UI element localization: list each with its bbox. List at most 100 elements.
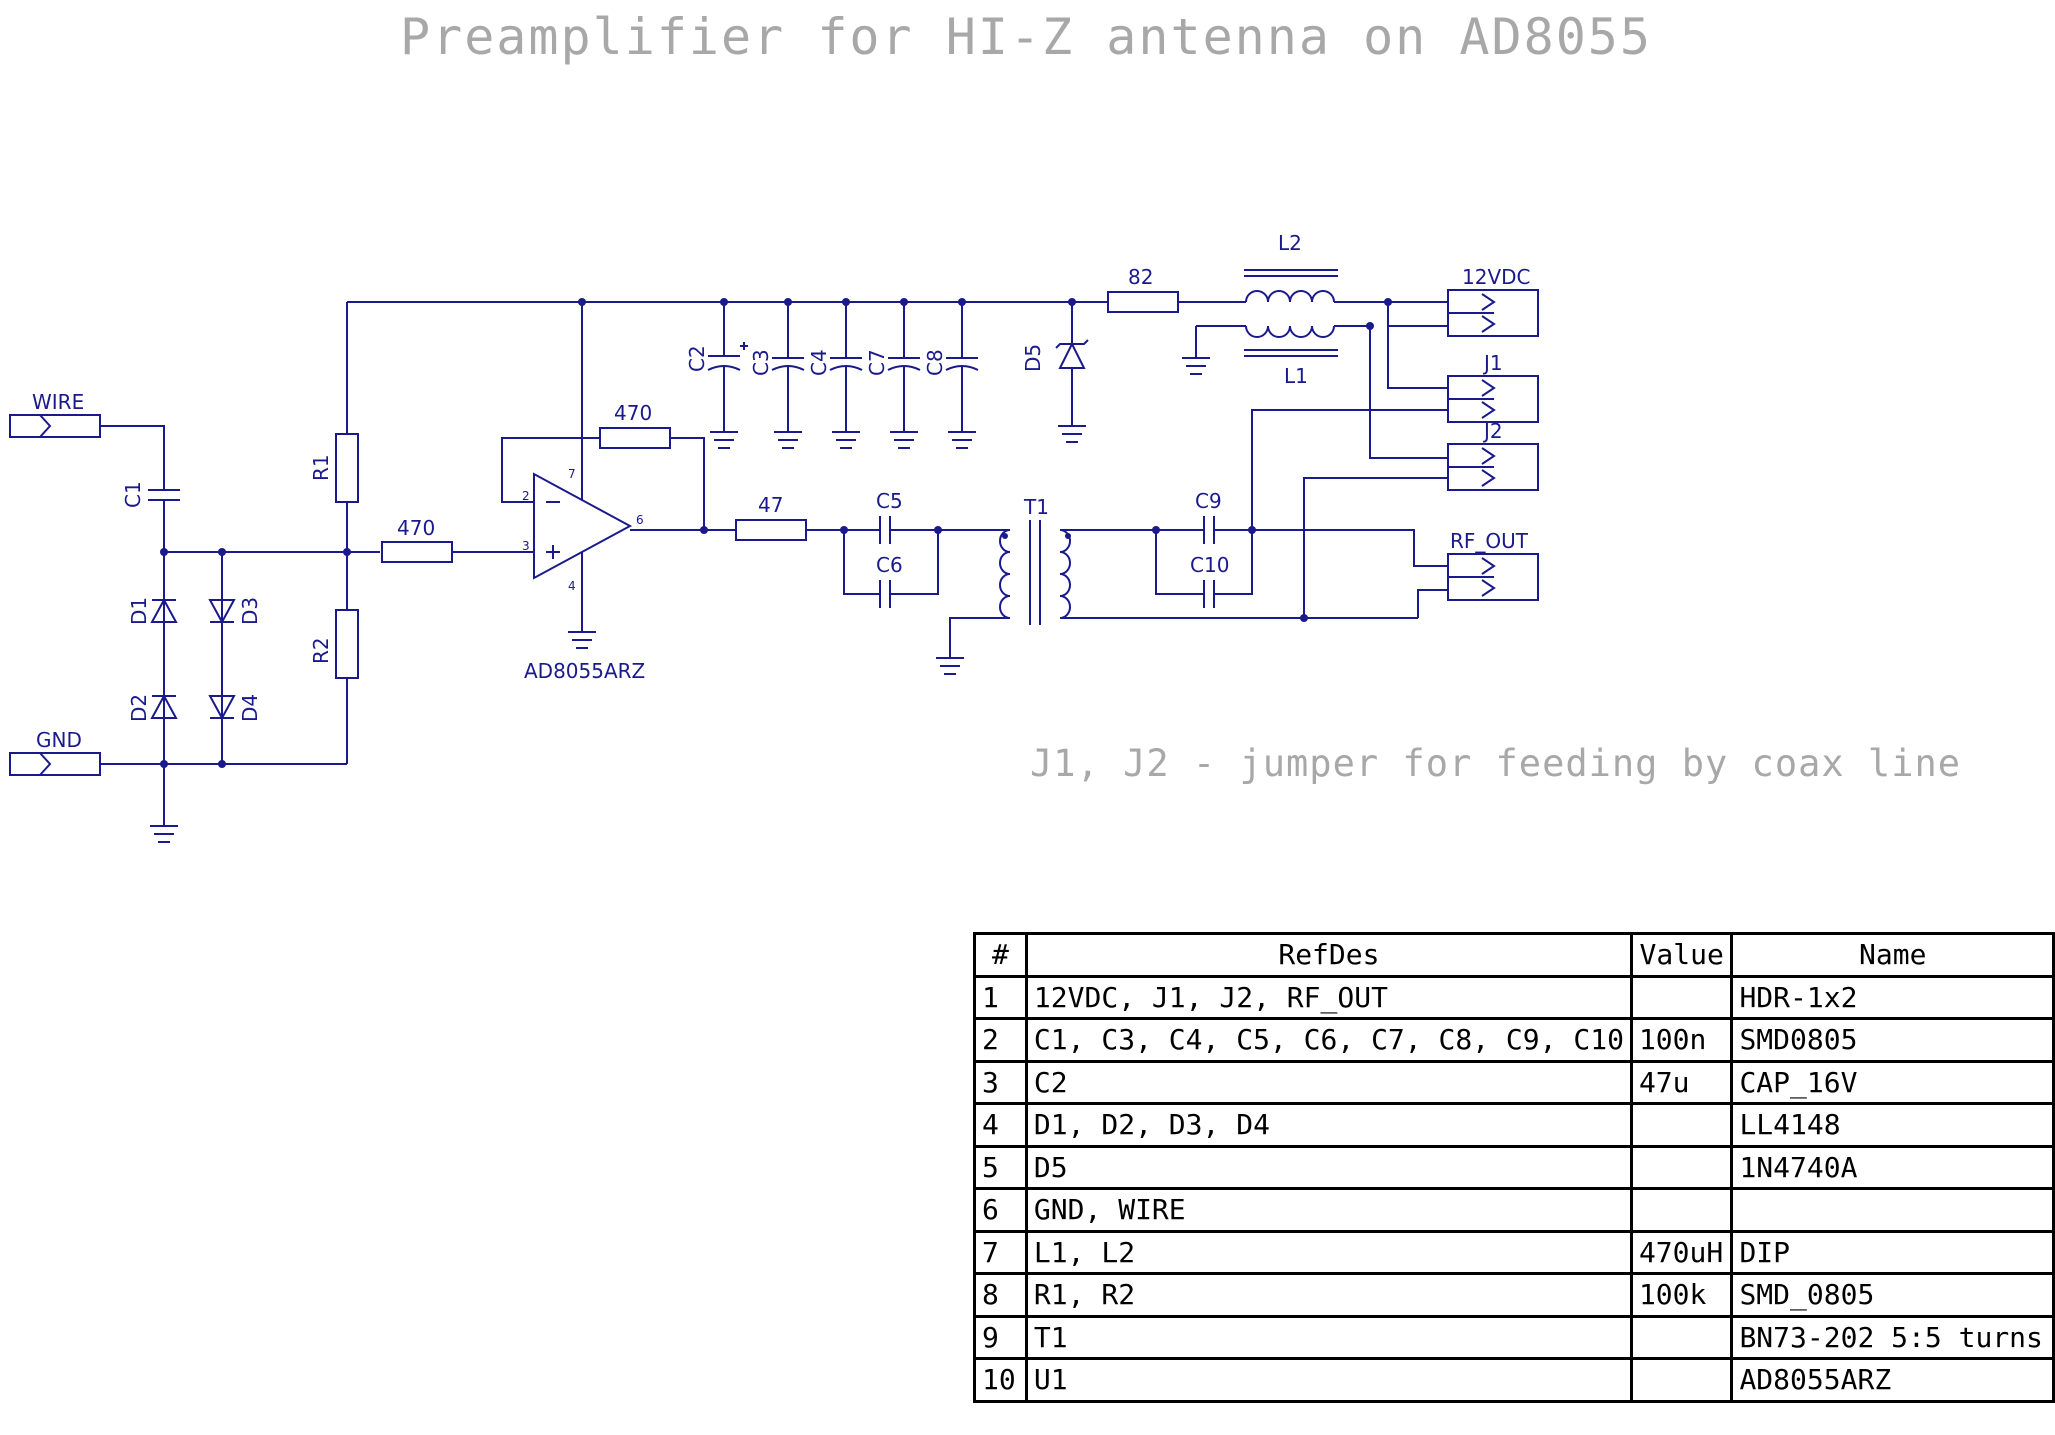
bom-header-value: Value — [1629, 932, 1734, 978]
gnd-port-label: GND — [36, 728, 82, 752]
bom-cell-value — [1629, 1314, 1734, 1360]
ground-symbol-opamp — [568, 631, 596, 649]
r-feedback-value: 470 — [614, 401, 652, 425]
c8-label: C8 — [923, 349, 947, 376]
resistor-feedback-470: 470 — [599, 401, 671, 449]
connector-rf-out: RF_OUT — [1447, 529, 1539, 601]
d4-label: D4 — [238, 694, 262, 722]
c9-label: C9 — [1195, 489, 1222, 513]
bom-cell-value: 470uH — [1629, 1229, 1734, 1275]
resistor-r2: R2 — [309, 609, 359, 679]
inductor-l2: L2 — [1244, 231, 1338, 303]
wire-port-label: WIRE — [32, 390, 84, 414]
bom-cell-number: 3 — [973, 1059, 1028, 1105]
bom-cell-number: 1 — [973, 974, 1028, 1020]
bom-cell-refdes: D1, D2, D3, D4 — [1024, 1102, 1633, 1148]
connector-12vdc: 12VDC — [1447, 265, 1539, 337]
diode-d1: D1 — [127, 597, 178, 625]
r1-label: R1 — [309, 454, 333, 481]
j1-port-label: J1 — [1482, 351, 1503, 375]
r-series-value: 82 — [1128, 265, 1153, 289]
bom-header-number: # — [973, 932, 1028, 978]
l1-label: L1 — [1284, 364, 1308, 388]
c5-label: C5 — [876, 489, 903, 513]
j2-port-label: J2 — [1482, 419, 1503, 443]
capacitor-c4: C4 — [807, 302, 863, 432]
bom-cell-refdes: U1 — [1024, 1357, 1633, 1403]
bom-cell-name: CAP_16V — [1730, 1059, 2055, 1105]
jumper-note: J1, J2 - jumper for feeding by coax line — [1030, 742, 1962, 785]
d2-label: D2 — [127, 694, 151, 722]
d1-label: D1 — [127, 597, 151, 625]
bom-cell-number: 5 — [973, 1144, 1028, 1190]
ground-symbols-caps — [710, 431, 976, 449]
bom-cell-number: 9 — [973, 1314, 1028, 1360]
c2-label: C2 — [685, 345, 709, 372]
opamp-part-label: AD8055ARZ — [524, 659, 645, 683]
opamp-pin3: 3 — [522, 539, 530, 553]
bom-cell-value: 47u — [1629, 1059, 1734, 1105]
capacitor-c2: C2 — [685, 302, 748, 432]
c6-label: C6 — [876, 553, 903, 577]
bom-cell-number: 4 — [973, 1102, 1028, 1148]
bom-cell-number: 6 — [973, 1187, 1028, 1233]
bom-cell-value — [1629, 974, 1734, 1020]
ground-symbol-l1 — [1182, 357, 1210, 375]
bom-cell-refdes: D5 — [1024, 1144, 1633, 1190]
opamp-pin4: 4 — [568, 579, 576, 593]
resistor-series-82: 82 — [1107, 265, 1179, 313]
resistor-input-470: 470 — [381, 516, 453, 563]
r-input-value: 470 — [397, 516, 435, 540]
connector-j1: J1 — [1447, 351, 1539, 423]
resistor-r1: R1 — [309, 433, 359, 503]
capacitor-c1: C1 — [121, 481, 180, 552]
bom-cell-name — [1730, 1187, 2055, 1233]
t1-label: T1 — [1023, 495, 1049, 519]
bom-cell-refdes: 12VDC, J1, J2, RF_OUT — [1024, 974, 1633, 1020]
c1-label: C1 — [121, 481, 145, 508]
bom-cell-name: DIP — [1730, 1229, 2055, 1275]
bom-cell-number: 7 — [973, 1229, 1028, 1275]
bom-header-row: # RefDes Value Name — [973, 932, 2055, 978]
capacitor-c7: C7 — [865, 302, 921, 432]
opamp-pin2: 2 — [522, 489, 530, 503]
bom-cell-name: 1N4740A — [1730, 1144, 2055, 1190]
bom-cell-name: HDR-1x2 — [1730, 974, 2055, 1020]
r-output-value: 47 — [758, 493, 783, 517]
resistor-output-47: 47 — [735, 493, 807, 541]
ground-symbol-input — [150, 825, 178, 843]
diode-d4: D4 — [208, 694, 262, 722]
bom-cell-value — [1629, 1357, 1734, 1403]
bom-header-name: Name — [1730, 932, 2055, 978]
c7-label: C7 — [865, 349, 889, 376]
bom-cell-refdes: L1, L2 — [1024, 1229, 1633, 1275]
vdc-port-label: 12VDC — [1462, 265, 1531, 289]
bom-cell-name: LL4148 — [1730, 1102, 2055, 1148]
bom-cell-refdes: T1 — [1024, 1314, 1633, 1360]
bom-cell-name: AD8055ARZ — [1730, 1357, 2055, 1403]
connector-j2: J2 — [1447, 419, 1539, 491]
opamp-pin6: 6 — [636, 513, 644, 527]
opamp-pin7: 7 — [568, 467, 576, 481]
wire-port: WIRE — [9, 390, 101, 438]
c3-label: C3 — [749, 349, 773, 376]
bom-cell-refdes: C2 — [1024, 1059, 1633, 1105]
c4-label: C4 — [807, 349, 831, 376]
capacitor-c3: C3 — [749, 302, 805, 432]
bom-cell-name: SMD_0805 — [1730, 1272, 2055, 1318]
d3-label: D3 — [238, 597, 262, 625]
opamp-u1: 2 3 4 6 7 AD8055ARZ — [522, 467, 645, 683]
bom-cell-value — [1629, 1187, 1734, 1233]
capacitor-c9: C9 — [1195, 489, 1222, 544]
bom-cell-value — [1629, 1102, 1734, 1148]
